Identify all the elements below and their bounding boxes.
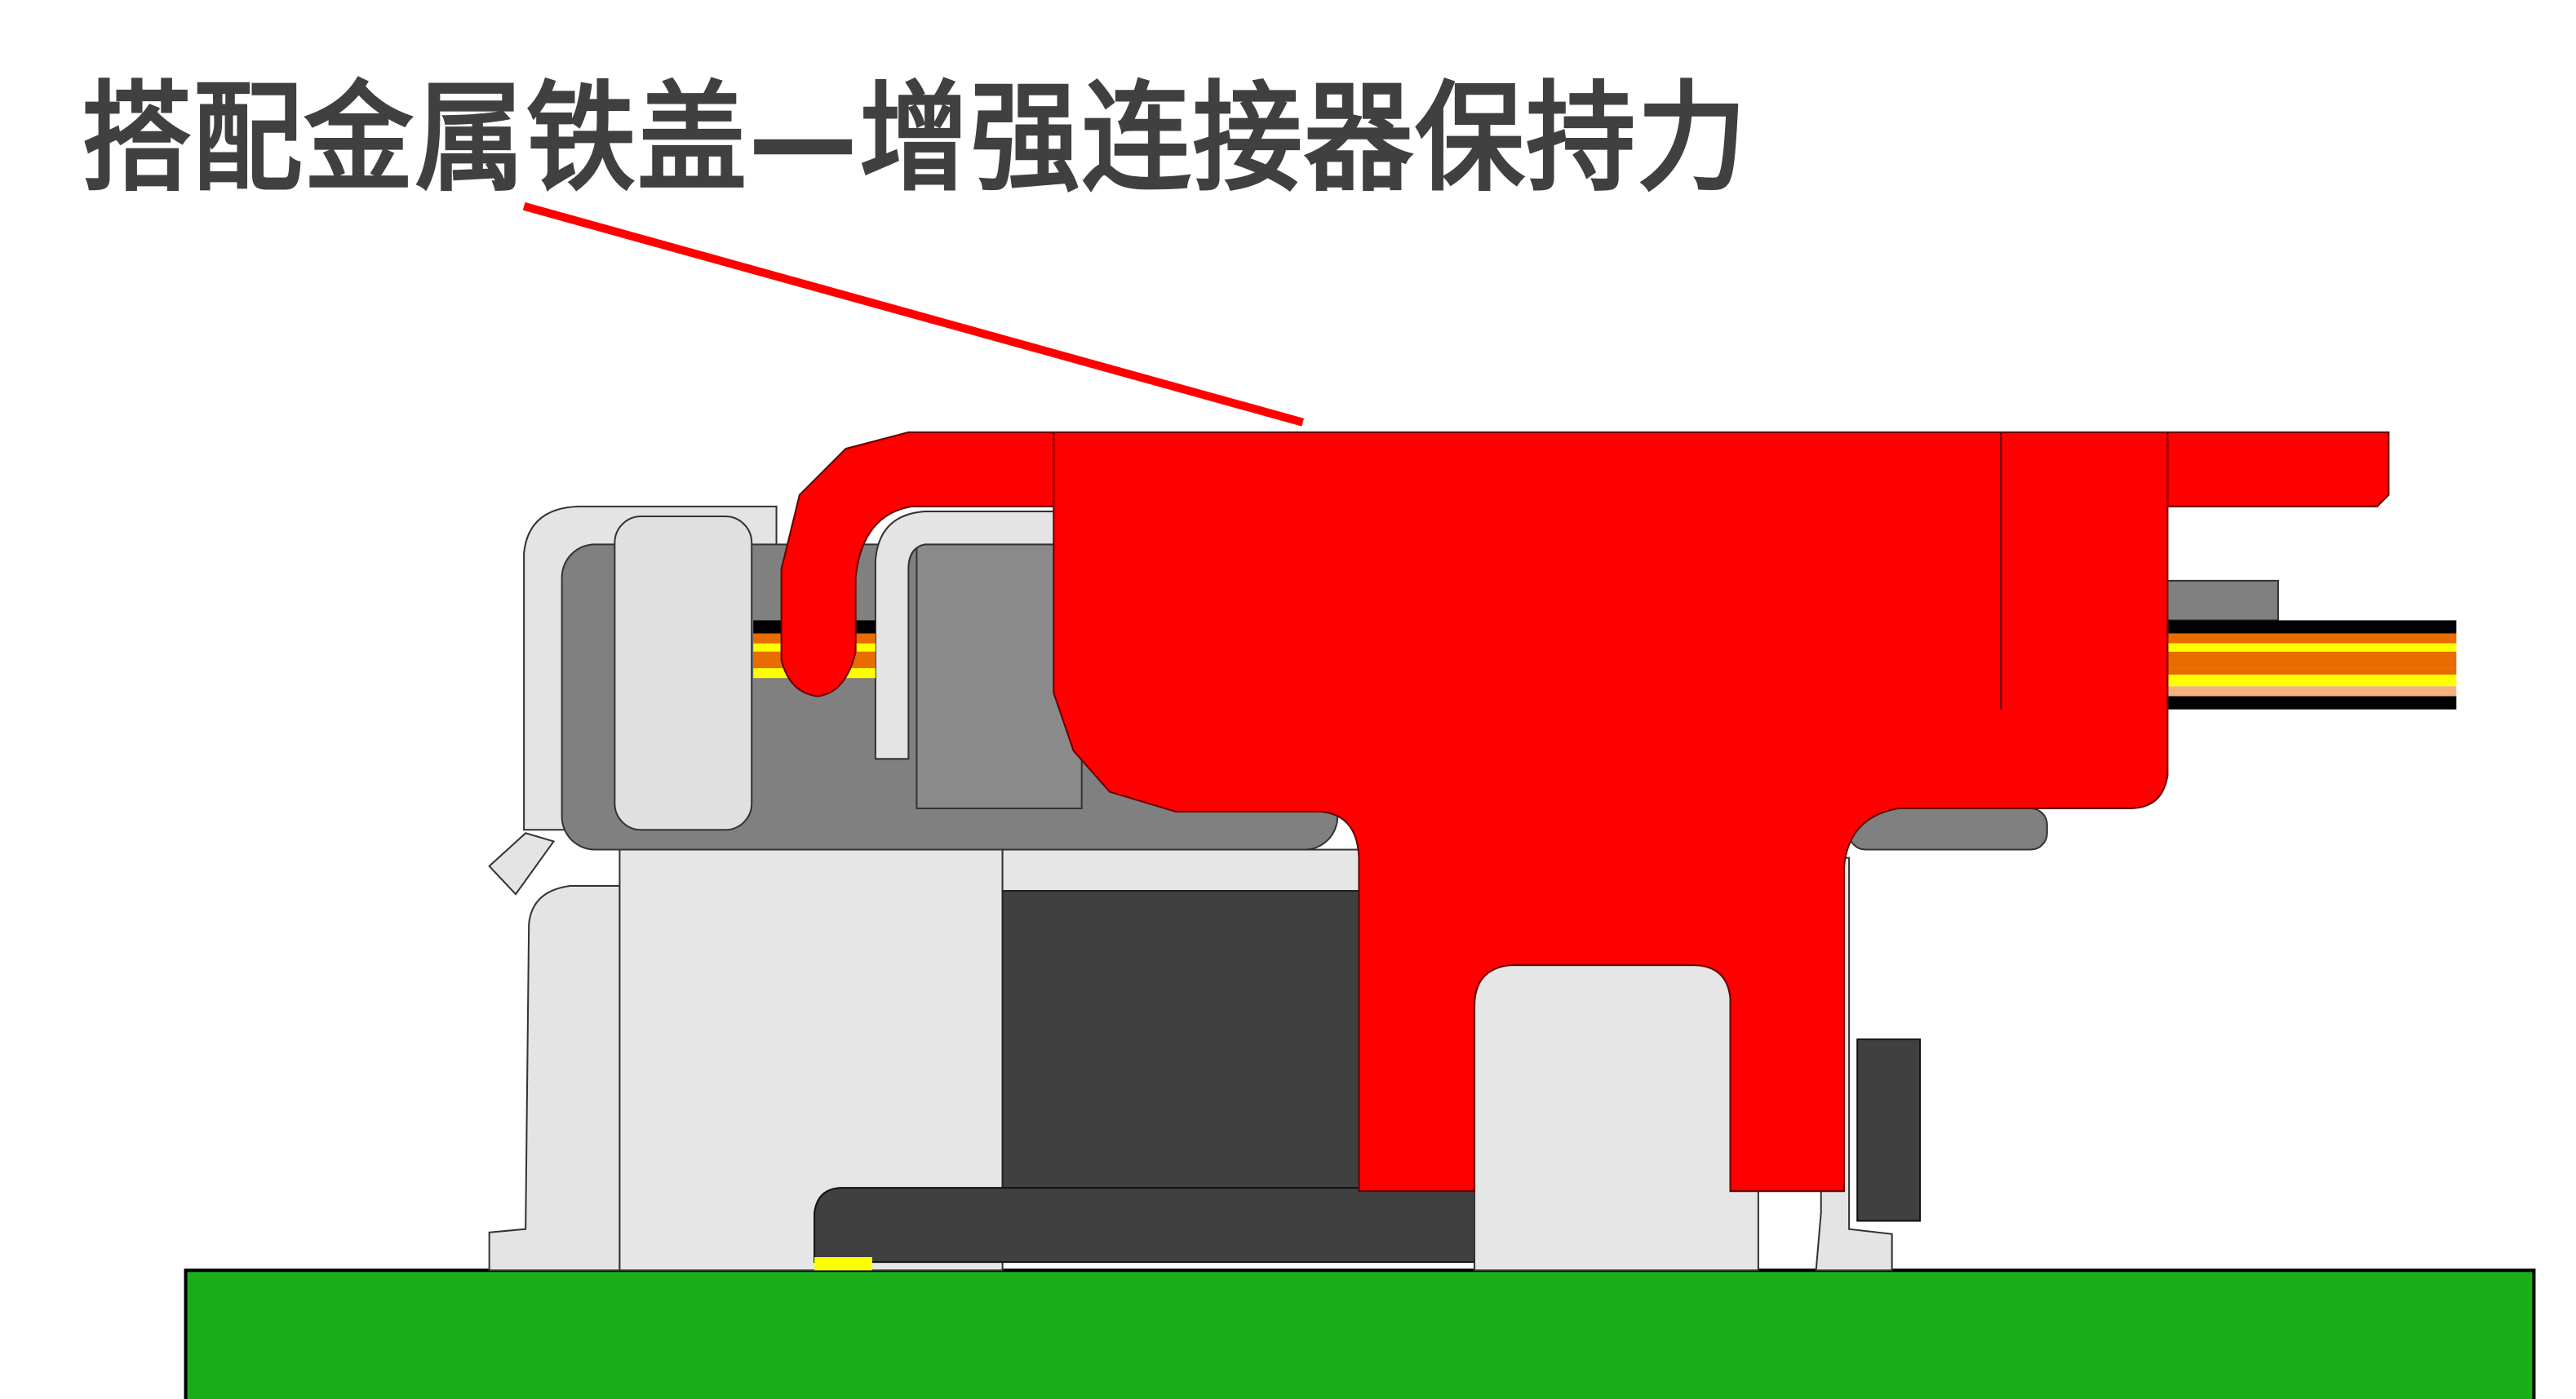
pcb-board (184, 1268, 2536, 1399)
right-wire-bundle (2146, 620, 2457, 710)
lower-grille (1001, 848, 1367, 892)
upper-latch-block (614, 516, 753, 831)
left-contact-leg (488, 885, 621, 1272)
metal-cover (780, 431, 2390, 1193)
diagram-title: 搭配金属铁盖—增强连接器保持力 (82, 69, 1749, 208)
left-latch-arm (488, 832, 556, 896)
lower-right-block (1474, 964, 1759, 1272)
mid-latch-hook (874, 510, 1058, 760)
dark-core (1001, 890, 1372, 1198)
bottom-foot (814, 1187, 1536, 1264)
callout-line (522, 201, 1305, 427)
right-dark-tab (1856, 1038, 1922, 1222)
solder-pad (814, 1257, 872, 1271)
